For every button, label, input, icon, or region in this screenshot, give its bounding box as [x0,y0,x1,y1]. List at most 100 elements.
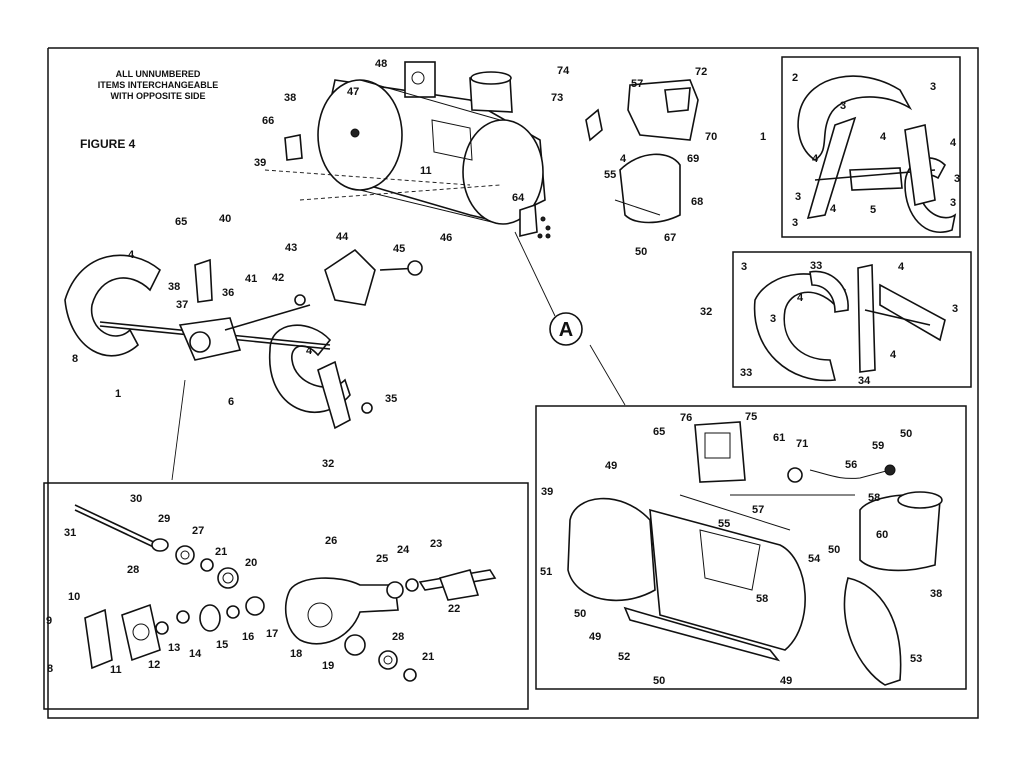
label-3-d: 3 [795,191,801,203]
note-line-3: WITH OPPOSITE SIDE [110,91,205,101]
label-50-h-d: 50 [653,675,665,687]
label-40: 40 [219,213,231,225]
label-34: 34 [858,375,871,387]
label-76: 76 [680,412,692,424]
label-28-a: 28 [127,564,139,576]
label-67: 67 [664,232,676,244]
label-66: 66 [262,115,274,127]
label-12: 12 [148,659,160,671]
label-10: 10 [68,591,80,603]
note-line-2: ITEMS INTERCHANGEABLE [98,80,219,90]
label-65-left: 65 [175,216,187,228]
label-25: 25 [376,553,388,565]
label-3-g: 3 [741,261,747,273]
label-30: 30 [130,493,142,505]
label-39-top: 39 [254,157,266,169]
label-75: 75 [745,411,757,423]
label-31: 31 [64,527,76,539]
label-45: 45 [393,243,405,255]
label-52: 52 [618,651,630,663]
label-27: 27 [192,525,204,537]
label-44: 44 [336,231,349,243]
label-60: 60 [876,529,888,541]
gear-case-detail [74,504,497,682]
label-20: 20 [245,557,257,569]
label-68: 68 [691,196,703,208]
part-labels: 48 47 38 66 39 11 64 74 73 57 72 70 69 4… [46,58,960,687]
label-49-c: 49 [780,675,792,687]
label-50-top: 50 [635,246,647,258]
label-8-left: 8 [72,353,78,365]
label-1-left: 1 [115,388,121,400]
label-4-inset-b: 4 [950,137,957,149]
label-73: 73 [551,92,563,104]
label-4-mid: 4 [306,345,313,357]
label-54: 54 [808,553,821,565]
label-41: 41 [245,273,257,285]
label-21-b: 21 [422,651,434,663]
label-70: 70 [705,131,717,143]
label-4-chute: 4 [620,153,627,165]
label-57-h: 57 [752,504,764,516]
label-3-i: 3 [770,313,776,325]
label-18: 18 [290,648,302,660]
label-50-h-b: 50 [828,544,840,556]
label-4-i32-c: 4 [890,349,897,361]
label-3-f: 3 [792,217,798,229]
label-32-left: 32 [322,458,334,470]
label-3-c: 3 [954,173,960,185]
note-line-1: ALL UNNUMBERED [116,69,201,79]
label-50-h-a: 50 [900,428,912,440]
label-48: 48 [375,58,387,70]
label-74: 74 [557,65,570,77]
label-43: 43 [285,242,297,254]
label-28-b: 28 [392,631,404,643]
label-19: 19 [322,660,334,672]
label-24: 24 [397,544,410,556]
label-36: 36 [222,287,234,299]
label-55-h: 55 [718,518,730,530]
housing-detail [567,421,943,686]
label-3-a: 3 [930,81,936,93]
label-11: 11 [420,165,432,177]
label-38-left: 38 [168,281,180,293]
label-22: 22 [448,603,460,615]
inset-box-housing [535,405,967,690]
label-29: 29 [158,513,170,525]
label-5: 5 [870,204,876,216]
impeller-1-detail [797,75,957,233]
label-50-h-c: 50 [574,608,586,620]
label-15: 15 [216,639,228,651]
label-51: 51 [540,566,552,578]
chute-parts [585,79,699,224]
label-4-left: 4 [128,249,135,261]
label-69: 69 [687,153,699,165]
label-72: 72 [695,66,707,78]
label-23: 23 [430,538,442,550]
label-33-b: 33 [740,367,752,379]
inset-box-impeller-right [781,56,961,238]
label-4-inset-d: 4 [830,203,837,215]
label-56: 56 [845,459,857,471]
label-17: 17 [266,628,278,640]
label-37: 37 [176,299,188,311]
label-64: 64 [512,192,525,204]
label-2: 2 [792,72,798,84]
callout-a-circle [549,312,583,346]
label-4-inset-c: 4 [812,153,819,165]
label-26: 26 [325,535,337,547]
label-65-h: 65 [653,426,665,438]
label-13: 13 [168,642,180,654]
label-6: 6 [228,396,234,408]
label-32-inset: 32 [700,306,712,318]
label-53: 53 [910,653,922,665]
label-3-h: 3 [952,303,958,315]
label-1-inset: 1 [760,131,766,143]
label-4-i32-b: 4 [797,292,804,304]
label-38-top: 38 [284,92,296,104]
label-33-a: 33 [810,260,822,272]
inset-box-impeller-left [732,251,972,388]
label-39-h: 39 [541,486,553,498]
label-55-top: 55 [604,169,616,181]
